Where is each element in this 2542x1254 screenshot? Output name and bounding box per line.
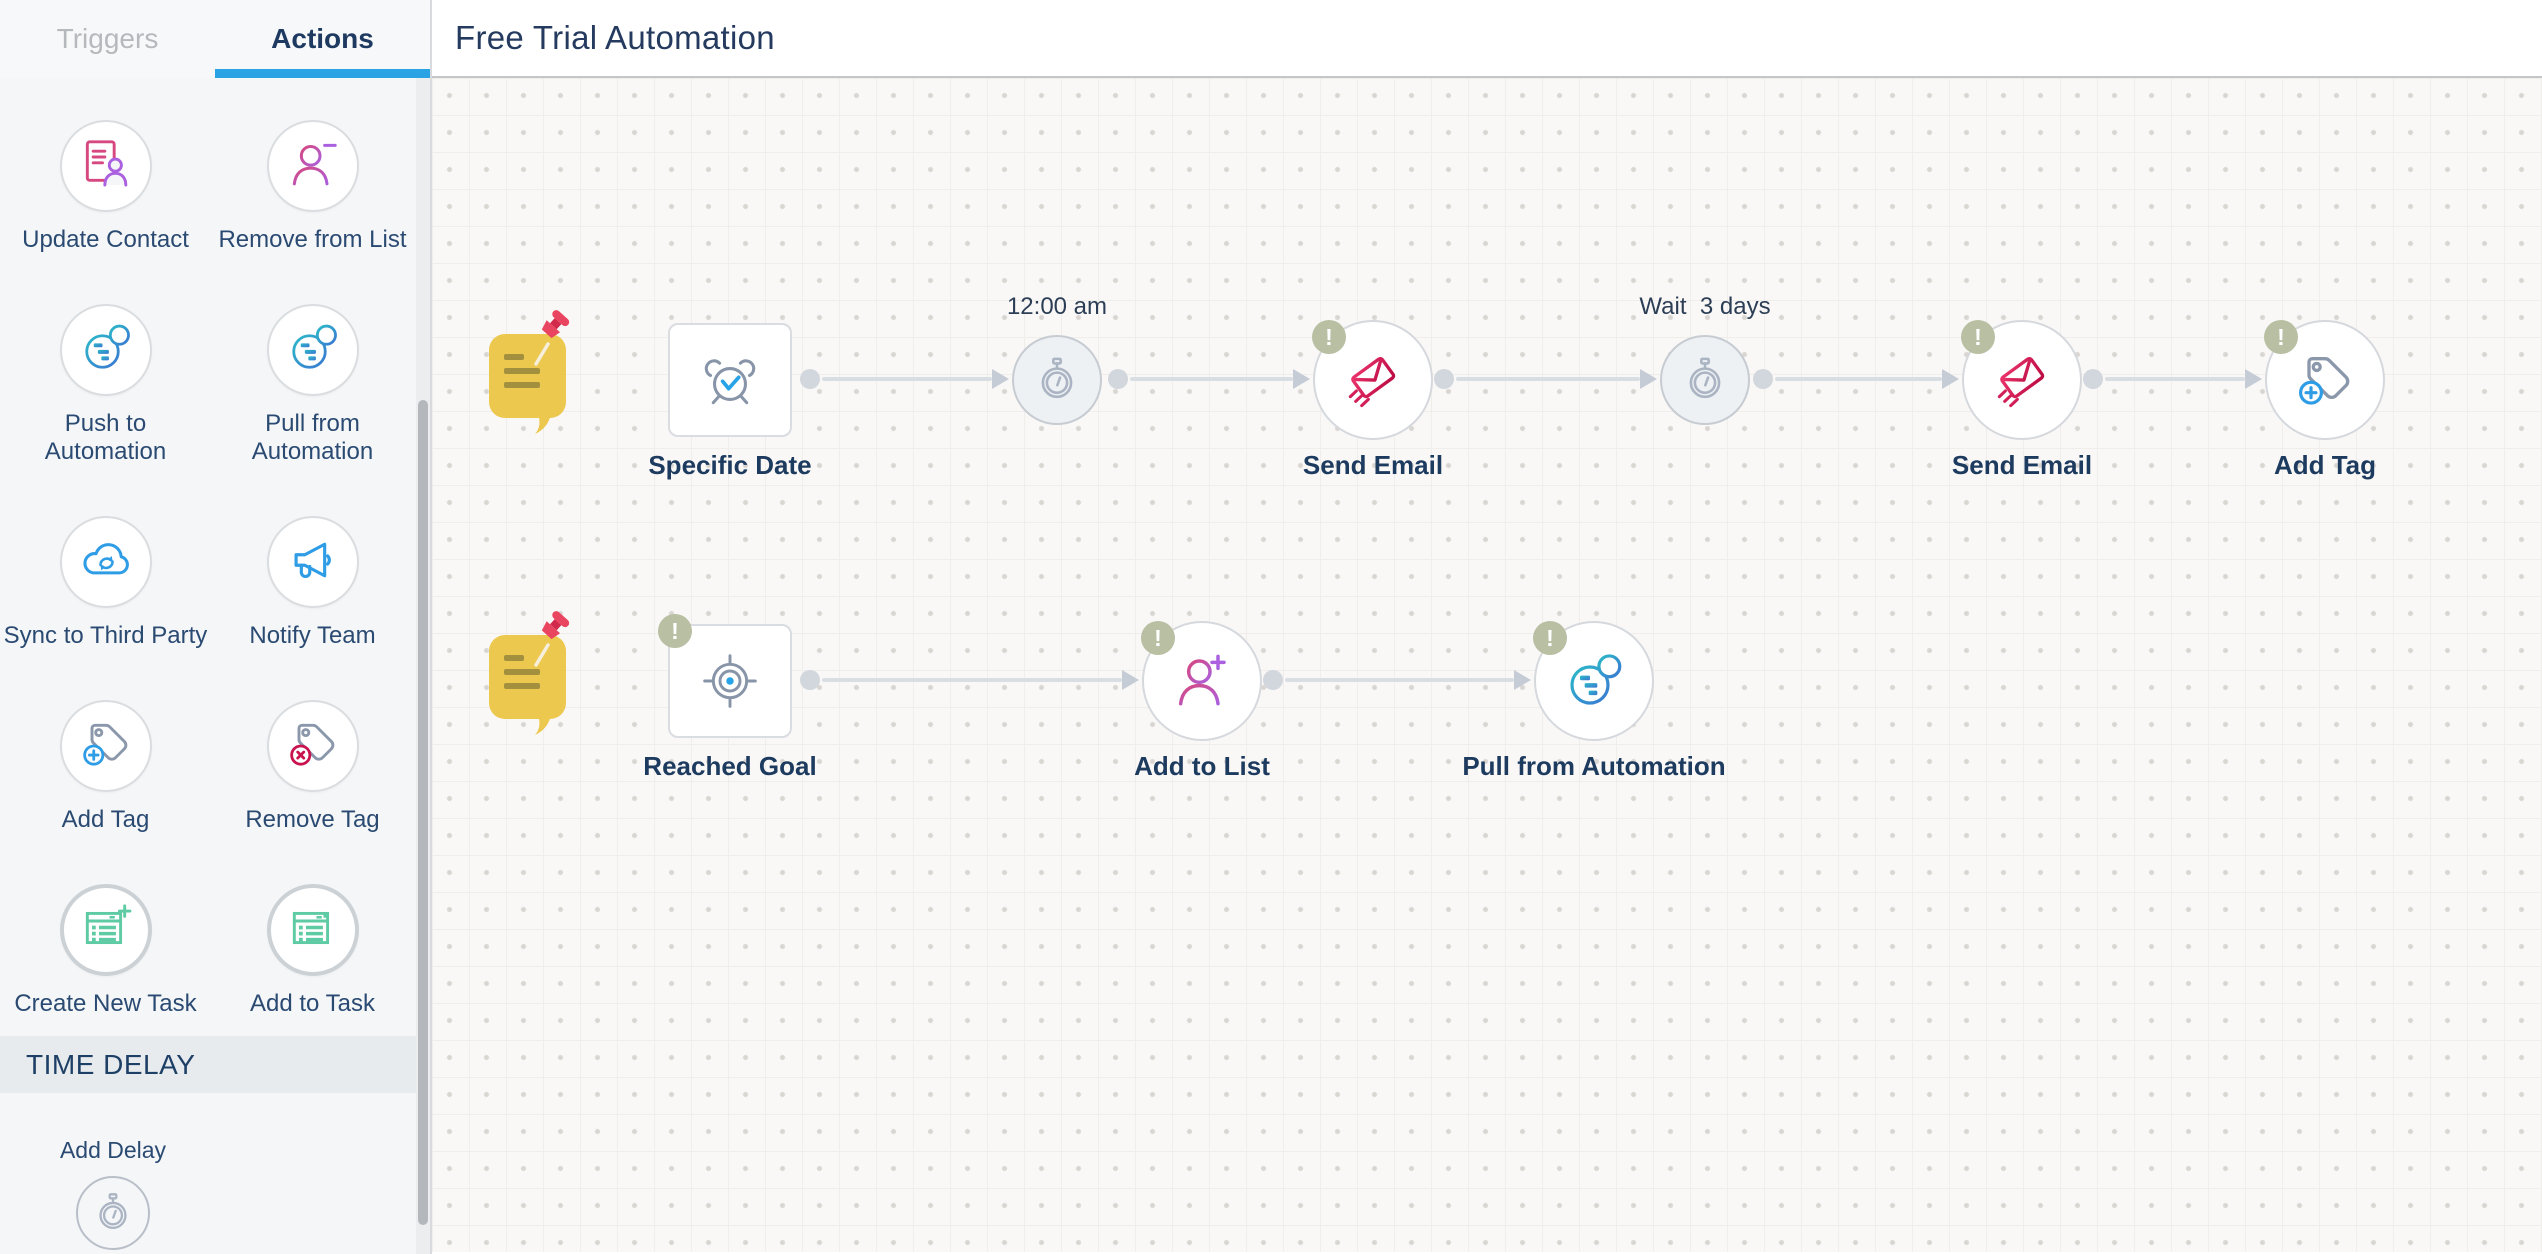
sidebar-item-remove-tag[interactable]: Remove Tag — [209, 700, 416, 834]
tag-plus-icon — [59, 700, 152, 792]
warning-badge: ! — [658, 614, 692, 648]
warning-badge: ! — [2264, 320, 2298, 354]
sidebar-item-label: Sync to Third Party — [3, 622, 208, 649]
sidebar-item-notify-team[interactable]: Notify Team — [209, 516, 416, 650]
automation-plus-icon — [59, 304, 152, 396]
goal-target-icon — [668, 624, 792, 738]
sidebar-item-label: Update Contact — [22, 226, 189, 253]
node-time-label: 12:00 am — [1006, 293, 1108, 320]
sidebar-item-label: Remove Tag — [245, 806, 380, 833]
connector-dot — [1108, 369, 1128, 389]
sidebar-item-create-new-task[interactable]: Create New Task — [2, 884, 209, 1018]
contact-card-icon — [59, 120, 152, 212]
time-delay-section-header: TIME DELAY — [0, 1036, 430, 1093]
sidebar-item-add-to-task[interactable]: Add to Task — [209, 884, 416, 1018]
actions-list: Update Contact Remove from List Push to … — [0, 78, 430, 1018]
automation-title[interactable]: Free Trial Automation — [455, 19, 775, 56]
warning-badge: ! — [1141, 621, 1175, 655]
canvas: Free Trial Automation Specific Date 12:00… — [432, 0, 2542, 1254]
megaphone-icon — [266, 516, 359, 608]
connector-dot — [1434, 369, 1454, 389]
sidebar-scrollbar-thumb[interactable] — [418, 400, 428, 1225]
sidebar-tabs: Triggers Actions — [0, 0, 430, 78]
connector-arrowhead — [2245, 369, 2262, 389]
connector-dot — [1263, 670, 1283, 690]
task-plus-icon — [59, 884, 152, 976]
sidebar-item-sync-to-third-party[interactable]: Sync to Third Party — [2, 516, 209, 650]
automation-minus-icon — [266, 304, 359, 396]
connector-line — [822, 678, 1122, 682]
connector-line — [1775, 377, 1942, 381]
connector-arrowhead — [1293, 369, 1310, 389]
stopwatch-icon — [1660, 335, 1750, 425]
connector-dot — [800, 369, 820, 389]
node-label: Pull from Automation — [1462, 751, 1726, 781]
pinned-note-icon[interactable] — [486, 306, 574, 436]
connector-dot — [800, 670, 820, 690]
sidebar-item-label: Remove from List — [218, 226, 407, 253]
warning-badge: ! — [1312, 320, 1346, 354]
warning-badge: ! — [1533, 621, 1567, 655]
connector-arrowhead — [1640, 369, 1657, 389]
sidebar-item-update-contact[interactable]: Update Contact — [2, 120, 209, 254]
cloud-sync-icon — [59, 516, 152, 608]
node-label: Send Email — [1302, 450, 1444, 480]
tag-remove-icon — [266, 700, 359, 792]
sidebar-item-add-delay[interactable]: Add Delay — [0, 1137, 226, 1250]
sidebar-item-push-to-automation[interactable]: Push to Automation — [2, 304, 209, 466]
connector-line — [822, 377, 992, 381]
flow-canvas[interactable]: Specific Date 12:00 am! Send Email Wait 3 d… — [432, 78, 2542, 1252]
connector-arrowhead — [992, 369, 1009, 389]
task-list-icon — [266, 884, 359, 976]
connector-line — [1285, 678, 1514, 682]
connector-arrowhead — [1514, 670, 1531, 690]
node-label: Reached Goal — [643, 751, 817, 781]
canvas-header: Free Trial Automation — [432, 0, 2542, 78]
node-label: Add to List — [1134, 751, 1270, 781]
connector-line — [2105, 377, 2245, 381]
sidebar-item-remove-from-list[interactable]: Remove from List — [209, 120, 416, 254]
sidebar-item-pull-from-automation[interactable]: Pull from Automation — [209, 304, 416, 466]
node-time-label: Wait 3 days — [1639, 293, 1771, 320]
connector-arrowhead — [1122, 670, 1139, 690]
sidebar-item-label: Add Tag — [61, 806, 150, 833]
warning-badge: ! — [1961, 320, 1995, 354]
sidebar-item-label: Pull from Automation — [251, 410, 374, 465]
sidebar: Triggers Actions Update Contact Remove f… — [0, 0, 432, 1254]
connector-line — [1130, 377, 1293, 381]
add-delay-label: Add Delay — [59, 1137, 167, 1163]
pinned-note-icon[interactable] — [486, 607, 574, 737]
connector-dot — [1753, 369, 1773, 389]
stopwatch-icon — [1012, 335, 1102, 425]
connector-arrowhead — [1942, 369, 1959, 389]
node-label: Send Email — [1951, 450, 2093, 480]
connector-line — [1456, 377, 1640, 381]
sidebar-item-label: Add to Task — [250, 990, 375, 1017]
alarm-clock-icon — [668, 323, 792, 437]
connector-dot — [2083, 369, 2103, 389]
person-minus-icon — [266, 120, 359, 212]
node-label: Add Tag — [2273, 450, 2377, 480]
sidebar-item-label: Push to Automation — [44, 410, 167, 465]
sidebar-item-add-tag[interactable]: Add Tag — [2, 700, 209, 834]
tab-triggers[interactable]: Triggers — [56, 23, 159, 54]
node-label: Specific Date — [648, 450, 812, 480]
stopwatch-icon — [76, 1176, 150, 1250]
sidebar-item-label: Create New Task — [14, 990, 197, 1017]
sidebar-item-label: Notify Team — [249, 622, 376, 649]
tab-actions[interactable]: Actions — [215, 0, 430, 78]
